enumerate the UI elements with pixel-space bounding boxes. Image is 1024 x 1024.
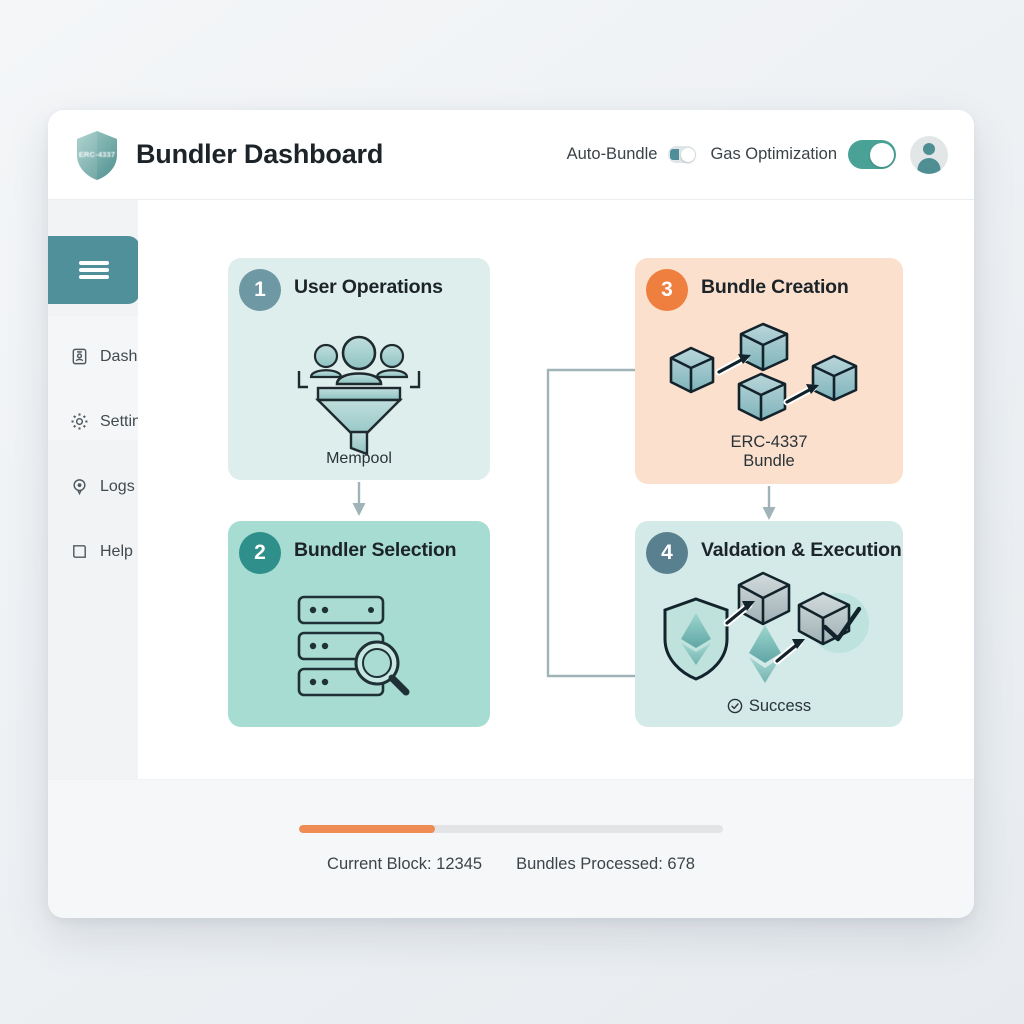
current-block-stat: Current Block: 12345: [327, 854, 483, 873]
user-avatar-icon[interactable]: [910, 135, 948, 174]
check-circle-icon: [727, 698, 743, 714]
step-badge: 4: [646, 532, 688, 574]
card-caption: Mempool: [326, 450, 392, 468]
hamburger-menu-icon[interactable]: [48, 236, 140, 304]
status-stats: Current Block: 12345 Bundles Processed: …: [327, 855, 695, 874]
card-caption-text: Success: [748, 696, 812, 715]
target-pin-icon: [73, 479, 86, 496]
card-caption-line1: ERC-4337: [730, 433, 808, 452]
sidebar-item-help[interactable]: Help: [48, 519, 176, 584]
app-window: ERC-4337 Bundler Dashboard Auto-Bundle G…: [48, 110, 974, 918]
card-caption: Success: [635, 697, 903, 715]
step-badge: 1: [239, 269, 281, 311]
flow-arrow-icon: [352, 482, 366, 516]
flow-card-bundler-selection[interactable]: 2 Bundler Selection: [228, 521, 490, 727]
progress-bar[interactable]: [299, 824, 723, 833]
sidebar-item-label: Help: [100, 542, 133, 560]
toggle-knob: [680, 147, 695, 162]
flow-card-user-operations[interactable]: 1 User Operations: [228, 258, 490, 480]
gear-icon: [71, 413, 88, 430]
flow-card-validation-execution[interactable]: 4 Valdation & Execution: [635, 521, 903, 727]
flow-diagram: 1 User Operations: [138, 200, 974, 779]
linked-cubes-icon: [635, 310, 903, 438]
card-title: Valdation & Execution: [701, 539, 902, 561]
gas-optimization-label: Gas Optimization: [710, 145, 837, 163]
header-controls: Auto-Bundle Gas Optimization: [567, 135, 948, 174]
card-caption-line2: Bundle: [743, 451, 795, 470]
flow-card-bundle-creation[interactable]: 3 Bundle Creation: [635, 258, 903, 484]
step-badge: 3: [646, 269, 688, 311]
card-caption: ERC-4337 Bundle: [635, 433, 903, 470]
toggle-knob: [869, 142, 894, 167]
card-title: Bundler Selection: [294, 539, 457, 561]
card-title: User Operations: [294, 276, 443, 298]
gas-optimization-control: Gas Optimization: [710, 140, 896, 169]
square-outline-icon: [73, 545, 86, 558]
bundles-processed-stat: Bundles Processed: 678: [516, 854, 695, 873]
app-header: ERC-4337 Bundler Dashboard Auto-Bundle G…: [48, 110, 974, 200]
sidebar-item-logs[interactable]: Logs: [48, 454, 176, 519]
card-title: Bundle Creation: [701, 276, 849, 298]
auto-bundle-toggle[interactable]: [668, 146, 697, 163]
sidebar: Dashboard Settings Logs: [48, 200, 178, 779]
progress-bar-fill: [299, 824, 435, 833]
auto-bundle-control: Auto-Bundle: [567, 145, 697, 164]
flow-arrow-icon: [762, 486, 776, 520]
users-funnel-icon: [228, 318, 490, 472]
brand: ERC-4337 Bundler Dashboard: [72, 128, 383, 182]
shield-ethereum-check-icon: [635, 571, 903, 691]
gas-optimization-toggle[interactable]: [848, 140, 896, 169]
sidebar-item-label: Logs: [100, 477, 135, 495]
step-badge: 2: [239, 532, 281, 574]
status-footer: Current Block: 12345 Bundles Processed: …: [48, 779, 974, 918]
page-title: Bundler Dashboard: [136, 139, 384, 169]
app-body: Dashboard Settings Logs: [48, 200, 974, 779]
auto-bundle-label: Auto-Bundle: [566, 145, 658, 163]
id-card-icon: [72, 348, 87, 365]
server-search-icon: [228, 581, 490, 719]
shield-icon: ERC-4337: [72, 128, 122, 182]
